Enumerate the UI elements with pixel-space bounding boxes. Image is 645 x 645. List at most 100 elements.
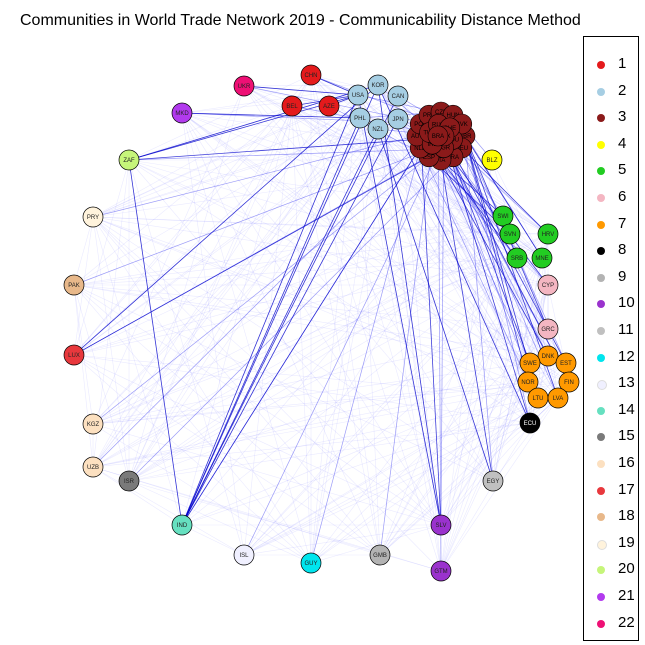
node-circle <box>347 84 369 106</box>
edge-cluster <box>379 144 433 556</box>
node-circle <box>387 85 409 107</box>
node-gmb: GMB <box>369 544 391 566</box>
edge-faint <box>379 381 570 556</box>
legend-label: 19 <box>618 533 635 551</box>
edge-faint <box>73 284 130 482</box>
edge-faint <box>492 257 518 482</box>
node-ecu: ECU <box>519 412 541 434</box>
node-label: SVN <box>504 232 516 238</box>
node-circle <box>482 470 504 492</box>
edge-faint <box>397 118 539 399</box>
node-label: DEU <box>455 146 468 152</box>
edge-faint <box>73 216 94 286</box>
edge-faint <box>181 112 312 564</box>
edge-cluster <box>437 124 442 572</box>
edge-cluster <box>464 135 494 482</box>
edge-faint <box>440 233 549 572</box>
node-circle <box>427 125 449 147</box>
legend-swatch <box>597 566 605 575</box>
legend-swatch <box>597 380 607 391</box>
edge-faint <box>92 422 531 468</box>
legend-swatch <box>597 406 605 415</box>
edge-faint <box>73 284 94 468</box>
edge-faint <box>291 105 442 572</box>
edge-faint <box>379 233 549 556</box>
edge-faint <box>379 328 549 556</box>
node-circle <box>300 64 322 86</box>
edge-faint <box>379 397 539 556</box>
edge-faint <box>440 284 549 526</box>
edge-faint <box>73 284 312 564</box>
edge-faint <box>310 95 399 564</box>
edge-faint <box>310 74 381 556</box>
edge-faint <box>73 159 493 356</box>
legend-label: 9 <box>618 267 627 285</box>
edge-strong <box>377 128 494 482</box>
node-circle <box>537 274 559 296</box>
node-label: NZL <box>372 127 384 133</box>
node-label: GMB <box>373 553 387 559</box>
edge-faint <box>92 216 442 572</box>
node-phl: PHL <box>349 107 371 129</box>
node-bel: BEL <box>281 95 303 117</box>
edge-faint <box>73 284 494 482</box>
edge-cluster <box>310 147 421 564</box>
edge-faint <box>128 85 245 482</box>
legend-label: 20 <box>618 560 635 578</box>
edge-cluster <box>128 156 454 482</box>
edge-faint <box>181 105 293 526</box>
edge-faint <box>181 112 381 556</box>
node-mkd: MKD <box>171 102 193 124</box>
node-label: CAN <box>392 94 405 100</box>
node-zaf: ZAF <box>118 149 140 171</box>
edge-faint <box>243 284 549 556</box>
edge-faint <box>243 397 559 556</box>
node-label: ISL <box>239 553 249 559</box>
edge-strong <box>443 135 531 424</box>
legend-label: 22 <box>618 613 635 631</box>
node-label: LUX <box>68 353 80 359</box>
edge-faint <box>243 85 549 357</box>
edge-cluster <box>437 135 539 399</box>
node-circle <box>63 344 85 366</box>
node-label: IRL <box>428 142 438 148</box>
cluster3-node: BRA <box>427 125 449 147</box>
node-label: LTU <box>533 396 544 402</box>
legend-label: 5 <box>618 161 627 179</box>
edge-faint <box>92 466 183 526</box>
node-guy: GUY <box>300 552 322 574</box>
edge-cluster <box>419 147 529 383</box>
edge-faint <box>181 112 543 259</box>
edge-strong <box>440 159 494 482</box>
node-label: SLV <box>436 523 447 529</box>
edge-faint <box>128 159 549 286</box>
edge-cluster <box>243 127 451 556</box>
node-label: ECU <box>524 421 537 427</box>
node-circle <box>82 456 104 478</box>
legend-swatch <box>597 273 605 282</box>
edge-faint <box>379 233 511 556</box>
edge-faint <box>128 159 567 364</box>
node-label: CHN <box>305 73 318 79</box>
node-label: LVA <box>553 396 563 402</box>
edge-faint <box>440 422 531 572</box>
edge-faint <box>181 524 245 556</box>
legend-swatch <box>597 87 605 96</box>
node-circle <box>281 95 303 117</box>
edge-faint <box>92 216 559 399</box>
edge-faint <box>379 362 531 556</box>
node-label: NOR <box>521 380 535 386</box>
edge-faint <box>291 105 518 259</box>
edge-faint <box>291 105 567 364</box>
node-srb: SRB <box>506 247 528 269</box>
legend-swatch <box>597 619 605 628</box>
edge-strong <box>181 128 379 526</box>
edge-faint <box>357 94 381 556</box>
edge-faint <box>92 216 549 286</box>
edge-strong <box>181 132 430 526</box>
node-label: FIN <box>564 380 574 386</box>
edge-faint <box>73 354 539 399</box>
node-svn: SVN <box>499 223 521 245</box>
edge-faint <box>310 94 359 564</box>
